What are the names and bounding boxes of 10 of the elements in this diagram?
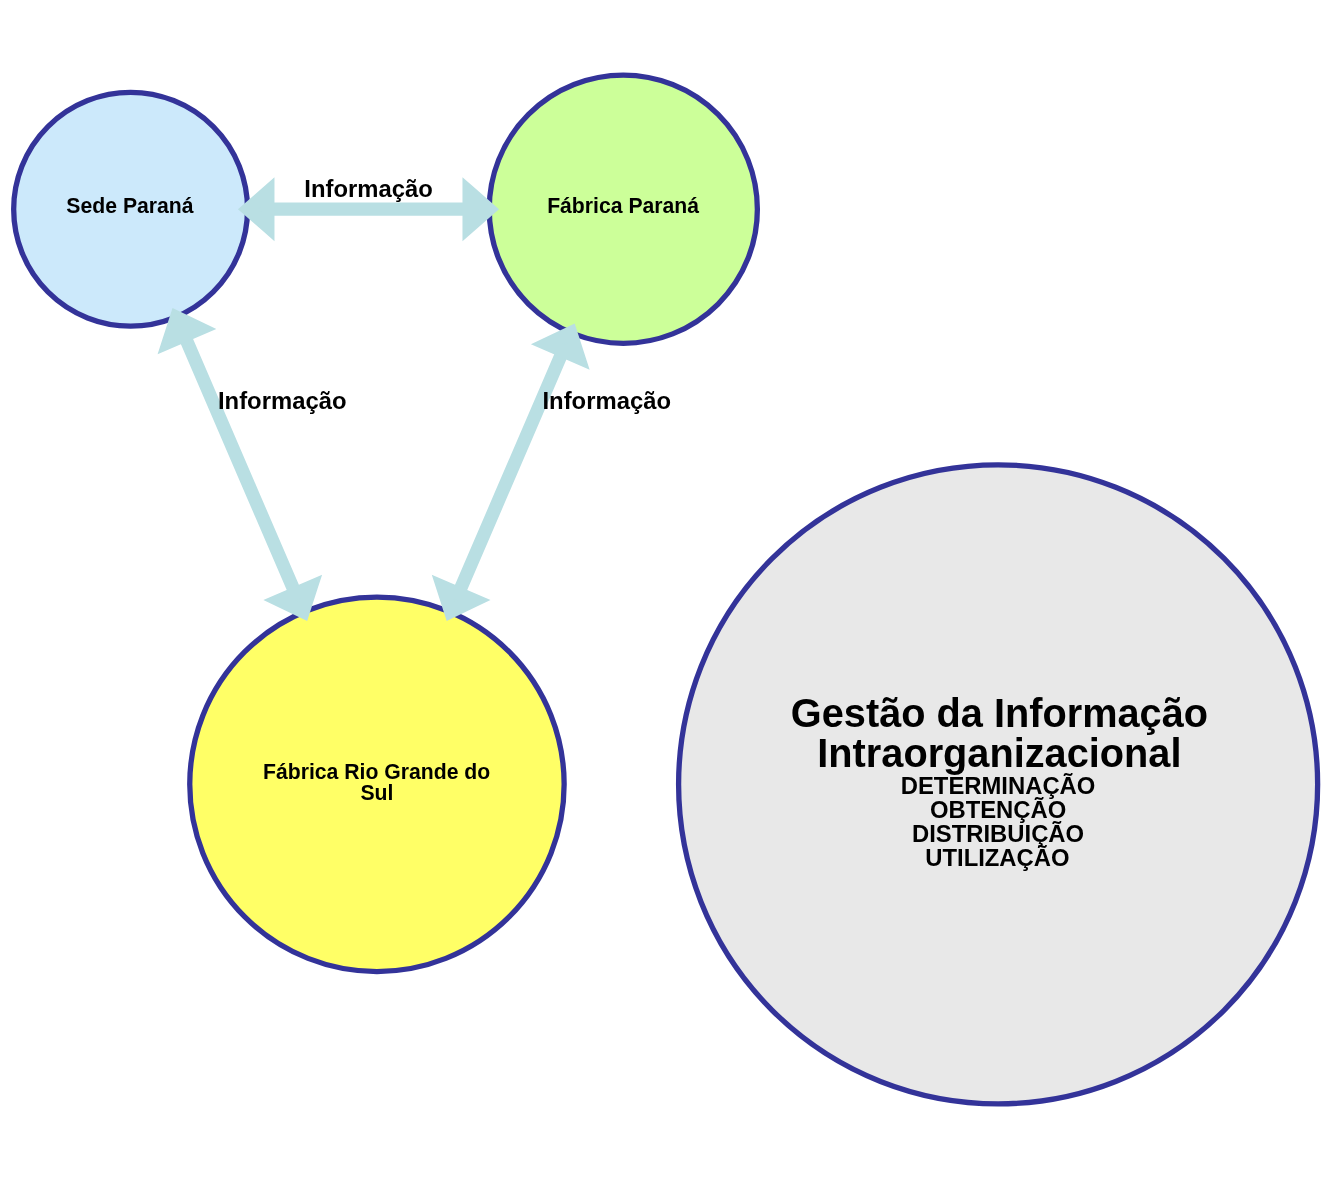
arrow: [157, 308, 323, 621]
edge-label: Informação: [542, 386, 671, 414]
node-circle: Fábrica Paraná: [486, 72, 760, 346]
arrow: [237, 177, 499, 242]
node-circle: Gestão da Informação Intraorganizacional DETERMINAÇÃO OBTENÇÃO DISTRIBUIÇÃO UTILIZAÇÃO: [675, 462, 1321, 1107]
edge-label: Informação: [218, 386, 347, 414]
node-circle: Sede Paraná: [11, 89, 251, 329]
arrow: [431, 323, 590, 621]
node-circle: Fábrica Rio Grande do Sul: [187, 594, 567, 975]
edge-label: Informação: [304, 174, 433, 202]
